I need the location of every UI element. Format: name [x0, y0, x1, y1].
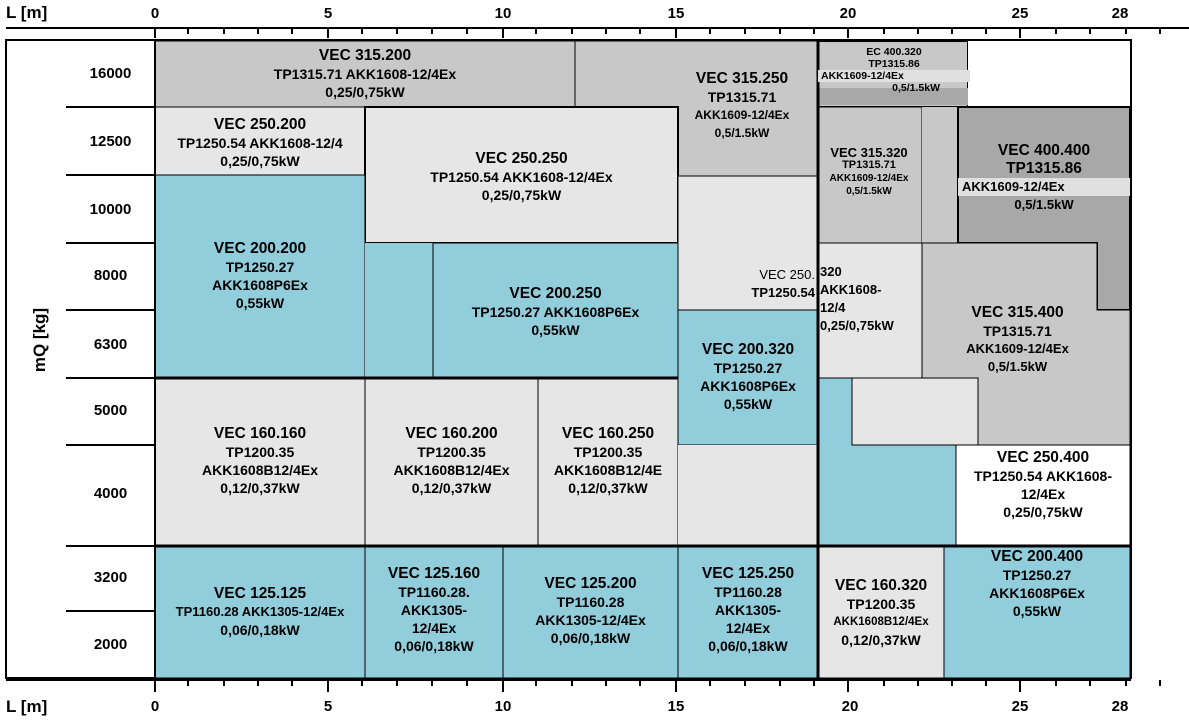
top-axis-label: L [m]: [6, 3, 48, 22]
region-vec-125-160: [364, 545, 504, 679]
top-tick-5: 5: [323, 5, 333, 22]
region-ec-400-320-inner: [818, 88, 968, 105]
top-tick-0: 0: [150, 5, 160, 22]
row-label-6300: 6300: [93, 336, 128, 353]
bottom-tick-5: 5: [323, 698, 333, 715]
region-vec-125-125: [154, 545, 366, 679]
region-vec-250-250: [364, 106, 679, 244]
region-vec-200-200-ext: [365, 243, 433, 378]
bottom-tick-0: 0: [150, 698, 160, 715]
region-vec-160-250-ext: [678, 445, 818, 546]
top-tick-25: 25: [1011, 5, 1029, 22]
region-vec-315-320: [817, 106, 923, 244]
region-vec-250-320: [677, 175, 819, 311]
bottom-tick-15: 15: [667, 698, 685, 715]
region-vec-200-320: [677, 309, 819, 446]
top-tick-10: 10: [494, 5, 512, 22]
region-vec-200-250: [432, 242, 679, 379]
row-label-4000: 4000: [93, 485, 128, 502]
region-vec-200-400: [943, 545, 1131, 679]
top-tick-15: 15: [667, 5, 685, 22]
top-tick-20: 20: [839, 5, 857, 22]
bottom-tick-25: 25: [1011, 698, 1029, 715]
row-label-5000: 5000: [93, 402, 128, 419]
region-vec-250-400: [955, 444, 1131, 547]
region-vec-250-200: [154, 106, 366, 176]
y-axis-label: mQ [kg]: [30, 307, 49, 373]
region-vec-160-250: [537, 377, 679, 547]
row-label-2000: 2000: [93, 636, 128, 653]
region-vec-200-200: [154, 174, 366, 379]
region-light-gap: [922, 107, 958, 243]
top-tick-28: 28: [1111, 5, 1129, 22]
region-vec-160-200: [364, 377, 539, 547]
region-vec-125-250: [677, 545, 819, 679]
block-vec-250-320-a: VEC 250.TP1250.54: [751, 267, 815, 300]
region-vec-160-160: [154, 377, 366, 547]
region-vec-125-200: [502, 545, 679, 679]
bottom-axis-label: L [m]: [6, 697, 48, 716]
row-label-3200: 3200: [93, 569, 128, 586]
region-vec-315-200: [154, 40, 576, 108]
region-blank-top-right: [968, 41, 1130, 107]
bottom-tick-28: 28: [1111, 698, 1129, 715]
bottom-tick-10: 10: [494, 698, 512, 715]
row-label-10000: 10000: [89, 201, 132, 218]
region-vec-160-320: [817, 545, 945, 679]
row-label-12500: 12500: [89, 133, 132, 150]
bottom-tick-20: 20: [841, 698, 859, 715]
row-label-16000: 16000: [89, 65, 132, 82]
row-label-8000: 8000: [93, 267, 128, 284]
region-light-step: [851, 377, 979, 446]
